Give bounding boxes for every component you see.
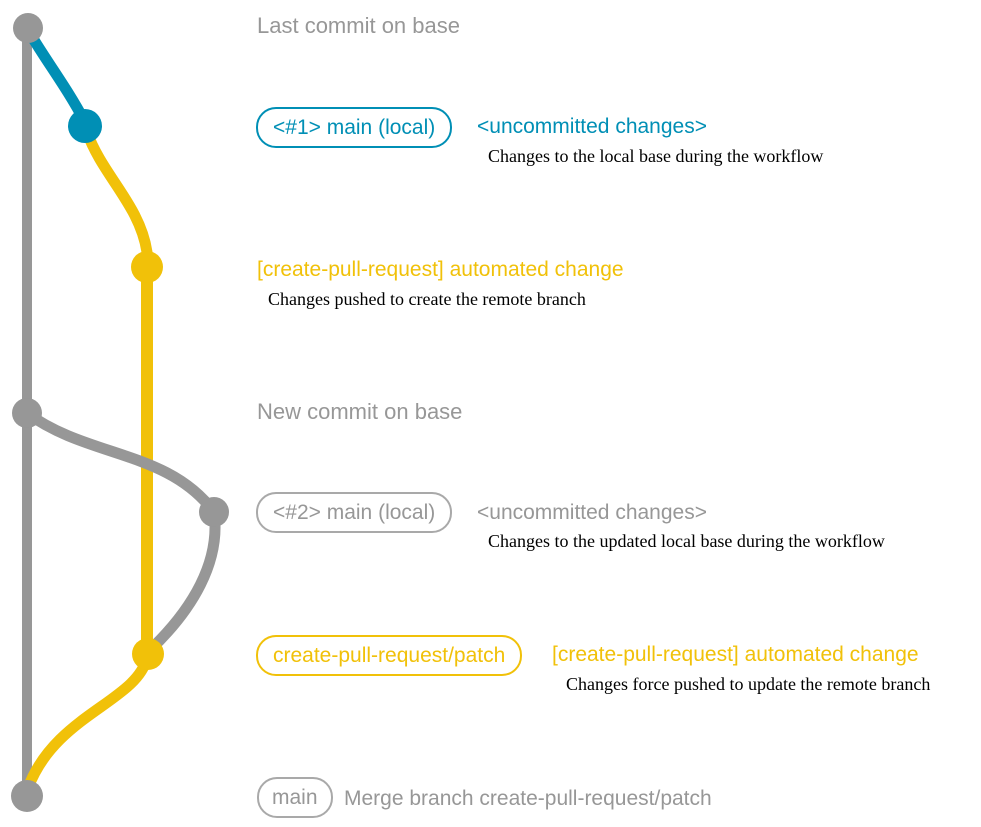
annotation-automated-change-1: Changes pushed to create the remote bran… (268, 289, 586, 309)
commit-dot-merge-commit (11, 780, 43, 812)
annotation-uncommitted-1: Changes to the local base during the wor… (488, 146, 824, 166)
patch-branch-curve-top (81, 126, 153, 258)
patch-merge-curve (22, 652, 153, 794)
commit-message-uncommitted-2: <uncommitted changes> (477, 501, 707, 524)
annotation-automated-change-2: Changes force pushed to update the remot… (566, 674, 931, 694)
commit-message-last-commit-on-base: Last commit on base (257, 13, 460, 38)
commit-message-new-commit-on-base: New commit on base (257, 399, 463, 424)
commit-dot-automated-change-1 (131, 251, 163, 283)
branch-badge-main-local-2: <#2> main (local) (256, 492, 453, 534)
branch-badge-main-local-1: <#1> main (local) (256, 107, 453, 149)
force-push-curve (144, 506, 221, 656)
commit-message-uncommitted-1: <uncommitted changes> (477, 115, 707, 138)
commit-message-automated-change-1: [create-pull-request] automated change (257, 258, 624, 281)
branch-badge-main: main (257, 777, 333, 819)
updated-local-branch-curve (21, 407, 220, 518)
commit-message-merge-commit: Merge branch create-pull-request/patch (344, 787, 712, 810)
commit-dot-uncommitted-2 (199, 497, 229, 527)
annotation-uncommitted-2: Changes to the updated local base during… (488, 531, 885, 551)
commit-dot-new-commit-on-base (12, 398, 42, 428)
local-main-branch-line (22, 24, 91, 128)
commit-message-automated-change-2: [create-pull-request] automated change (552, 643, 919, 666)
commit-dot-automated-change-2 (132, 638, 164, 670)
commit-dot-uncommitted-1 (68, 109, 102, 143)
branch-badge-create-pull-request-patch: create-pull-request/patch (256, 635, 523, 677)
commit-dot-last-commit-on-base (13, 13, 43, 43)
